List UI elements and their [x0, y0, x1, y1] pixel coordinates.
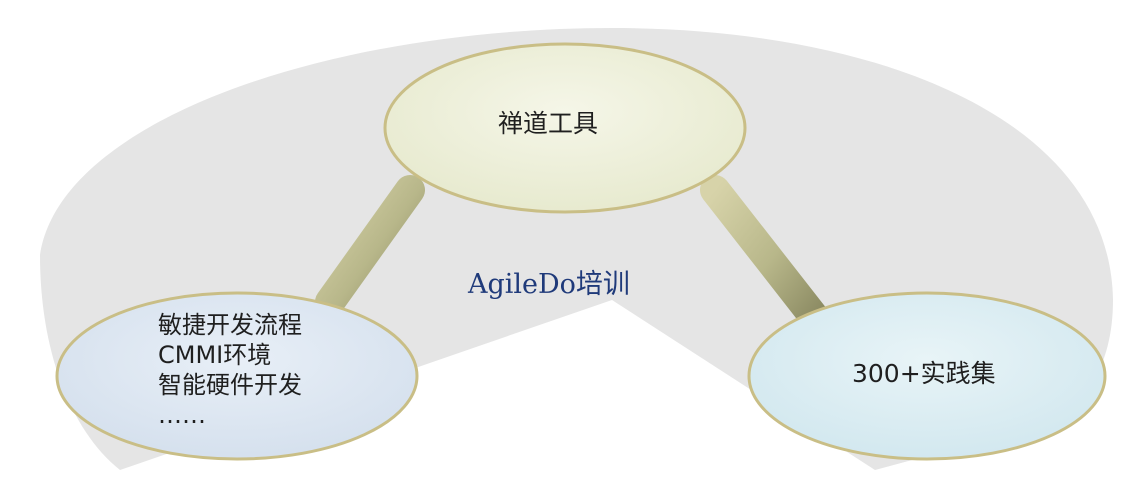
connector-top-left [315, 175, 425, 317]
node-top-label: 禅道工具 [498, 109, 599, 138]
node-left-line-4: …… [158, 401, 206, 429]
node-right-label: 300+实践集 [852, 359, 996, 388]
node-left-line-3: 智能硬件开发 [158, 371, 302, 399]
center-label: AgileDo培训 [468, 269, 630, 300]
node-top [383, 42, 747, 214]
node-left [55, 291, 419, 461]
node-left-label: 敏捷开发流程 CMMI环境 智能硬件开发 …… [158, 310, 302, 430]
connector-top-right [700, 175, 830, 333]
node-left-line-2: CMMI环境 [158, 341, 272, 369]
node-left-line-1: 敏捷开发流程 [158, 311, 302, 339]
node-right [747, 291, 1107, 461]
